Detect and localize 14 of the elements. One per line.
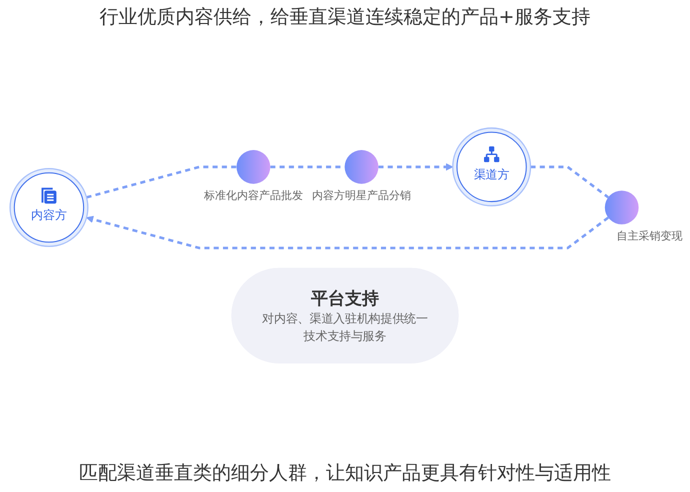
arrow <box>86 215 609 249</box>
caption: 匹配渠道垂直类的细分人群，让知识产品更具有针对性与适用性 <box>79 461 611 486</box>
node-caption: 标准化内容产品批发 <box>204 188 303 202</box>
node-circle <box>236 150 270 184</box>
title: 行业优质内容供给，给垂直渠道连续稳定的产品+服务支持 <box>100 5 590 30</box>
node-circle <box>604 190 639 224</box>
node-caption: 内容方明星产品分销 <box>312 188 412 202</box>
node-circle <box>344 150 378 184</box>
node-circle: 内容方 <box>9 167 88 246</box>
arrow <box>378 162 454 170</box>
node-circle: 渠道方 <box>452 126 532 206</box>
node-caption: 自主采销变现 <box>616 229 683 242</box>
connector <box>86 165 236 198</box>
connector <box>530 165 609 198</box>
